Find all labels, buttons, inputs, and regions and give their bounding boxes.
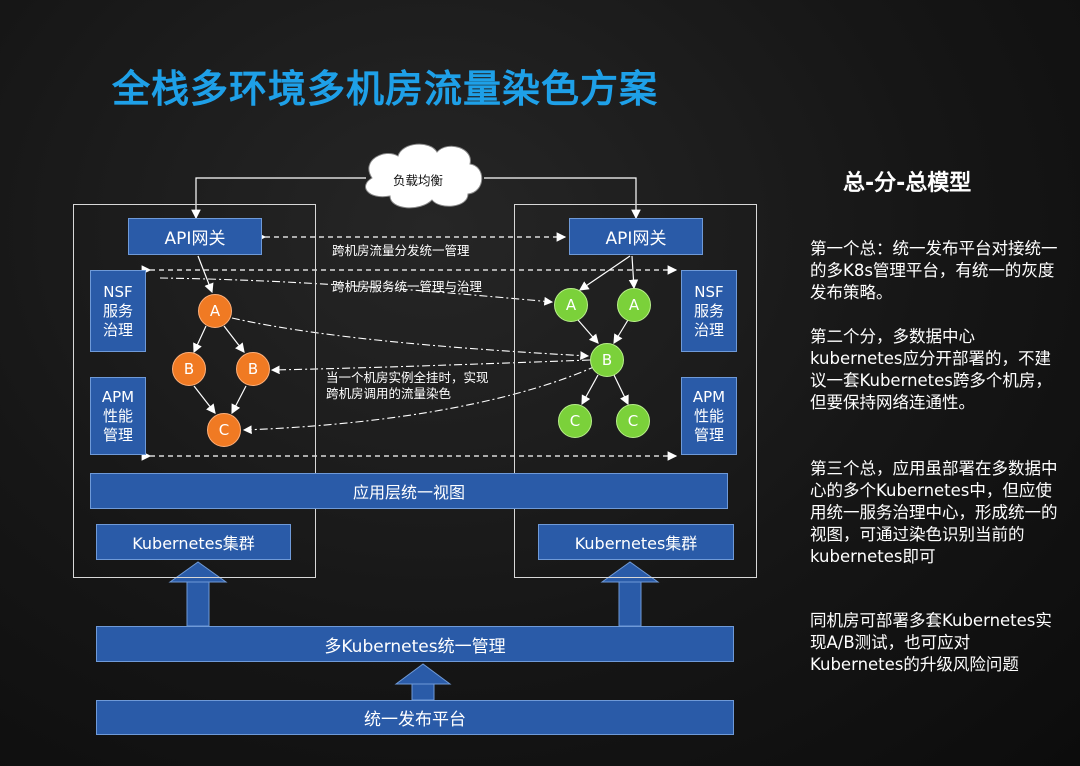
right-node-b: B bbox=[590, 343, 624, 377]
right-nsf-box: NSF 服务 治理 bbox=[681, 270, 737, 352]
model-paragraph-1: 第一个总：统一发布平台对接统一的多K8s管理平台，有统一的灰度发布策略。 bbox=[810, 239, 1058, 302]
multi-k8s-bar: 多Kubernetes统一管理 bbox=[96, 626, 734, 662]
right-node-c1: C bbox=[558, 404, 592, 438]
right-node-a2: A bbox=[617, 288, 651, 322]
service-annotation: 跨机房服务统一管理与治理 bbox=[332, 279, 483, 294]
model-title: 总-分-总模型 bbox=[843, 171, 972, 196]
left-nsf-box: NSF 服务 治理 bbox=[90, 270, 146, 352]
left-node-a: A bbox=[198, 294, 232, 328]
dye-annotation-line1: 当一个机房实例全挂时，实现 bbox=[326, 370, 489, 385]
right-nsf-label: NSF 服务 治理 bbox=[693, 282, 724, 339]
left-k8s-cluster: Kubernetes集群 bbox=[96, 524, 291, 560]
traffic-annotation: 跨机房流量分发统一管理 bbox=[332, 243, 470, 258]
release-platform-bar: 统一发布平台 bbox=[96, 700, 734, 735]
load-balancer-label: 负载均衡 bbox=[393, 173, 444, 188]
up-arrow-center bbox=[394, 663, 452, 701]
right-node-a1: A bbox=[554, 288, 588, 322]
cloud-icon bbox=[365, 143, 483, 209]
dye-annotation-line2: 跨机房调用的流量染色 bbox=[326, 386, 452, 401]
model-paragraph-2: 第二个分，多数据中心kubernetes应分开部署的，不建议一套Kubernet… bbox=[810, 327, 1052, 412]
left-apm-box: APM 性能 管理 bbox=[90, 377, 146, 455]
page-title: 全栈多环境多机房流量染色方案 bbox=[112, 67, 659, 111]
right-k8s-cluster: Kubernetes集群 bbox=[538, 524, 734, 560]
right-datacenter bbox=[514, 204, 757, 578]
right-node-c2: C bbox=[616, 404, 650, 438]
left-datacenter bbox=[73, 204, 316, 578]
left-apm-label: APM 性能 管理 bbox=[101, 387, 135, 444]
model-paragraph-4: 同机房可部署多套Kubernetes实现A/B测试，也可应对Kubernetes… bbox=[810, 611, 1052, 674]
right-apm-label: APM 性能 管理 bbox=[692, 387, 726, 444]
left-node-c: C bbox=[207, 413, 241, 447]
left-api-gateway: API网关 bbox=[128, 218, 262, 255]
left-node-b1: B bbox=[172, 352, 206, 386]
left-node-b2: B bbox=[236, 352, 270, 386]
right-api-gateway: API网关 bbox=[569, 218, 703, 255]
right-apm-box: APM 性能 管理 bbox=[681, 377, 737, 455]
model-paragraph-3: 第三个总，应用虽部署在多数据中心的多个Kubernetes中，但应使用统一服务治… bbox=[810, 459, 1058, 566]
left-nsf-label: NSF 服务 治理 bbox=[102, 282, 133, 339]
unified-view-bar: 应用层统一视图 bbox=[90, 473, 728, 509]
